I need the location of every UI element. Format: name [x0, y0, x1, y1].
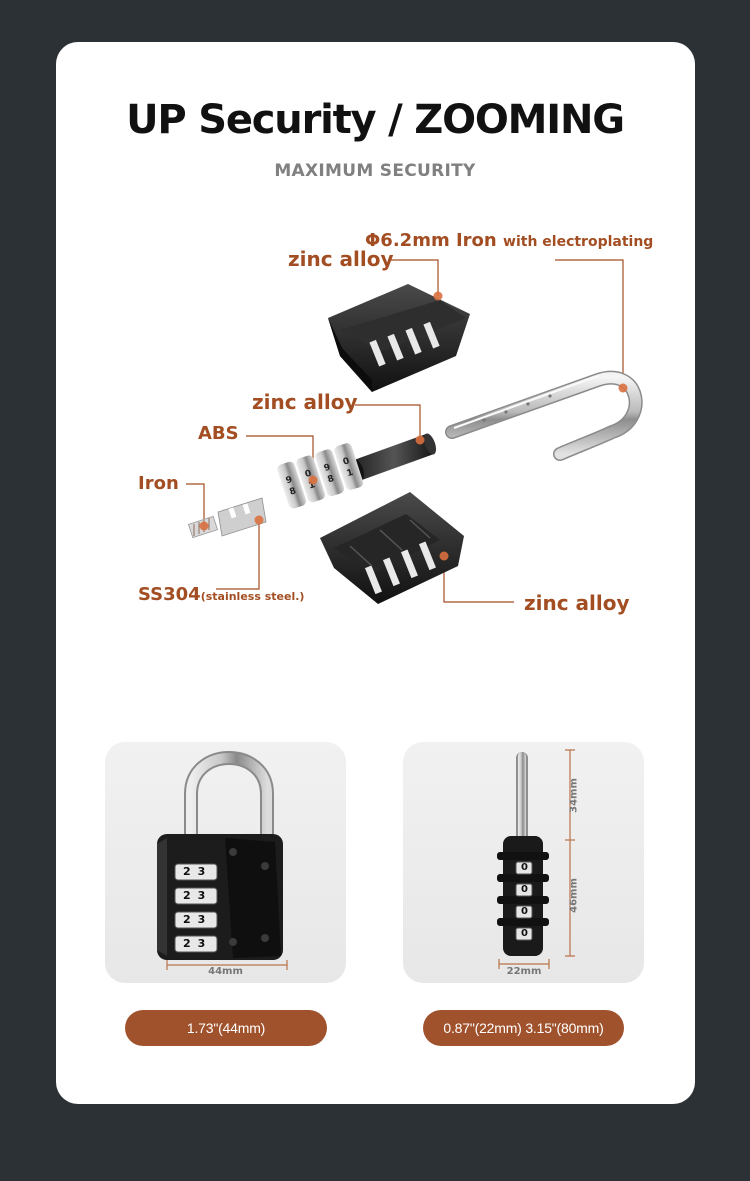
label-cylinder: zinc alloy — [252, 390, 358, 414]
front-dial-digit-a: 2 — [183, 889, 198, 902]
svg-text:9: 9 — [323, 463, 332, 474]
label-top-cover: zinc alloy — [288, 247, 394, 271]
side-height-top-label: 34mm — [568, 778, 580, 813]
plate-part — [217, 497, 267, 537]
cylinder-part — [351, 433, 437, 481]
label-bottom-body: zinc alloy — [524, 591, 630, 615]
label-plate-main: SS304 — [138, 584, 201, 605]
front-width-label: 44mm — [208, 966, 243, 977]
label-plate-suffix: (stainless steel.) — [200, 590, 305, 603]
side-dial-digit-3: 0 — [521, 906, 528, 917]
svg-text:0: 0 — [342, 456, 351, 467]
front-dial-digits-row-1: 23 — [183, 865, 212, 878]
front-dial-digit-a: 2 — [183, 865, 198, 878]
label-shackle-main: Φ6.2mm Iron — [365, 230, 497, 251]
side-dial-digit-2: 0 — [521, 884, 528, 895]
top-cover-part — [328, 284, 470, 392]
leader-shackle — [555, 259, 624, 388]
bottom-body-part — [320, 492, 464, 604]
label-wheels: ABS — [198, 423, 239, 444]
front-lock-illustration — [157, 751, 288, 970]
dial-wheels-part: 90 90 81 81 — [277, 443, 364, 509]
leader-plate — [216, 520, 260, 590]
front-dial-digits-row-4: 23 — [183, 937, 212, 950]
shackle-part — [445, 370, 643, 461]
svg-text:0: 0 — [304, 469, 313, 480]
side-lock-illustration — [497, 749, 575, 969]
front-dial-digit-b: 3 — [197, 913, 213, 926]
side-height-body-label: 46mm — [568, 878, 580, 913]
front-dial-digit-b: 3 — [197, 889, 213, 902]
page-subtitle: MAXIMUM SECURITY — [274, 161, 476, 181]
label-shackle: Φ6.2mm Iron with electroplating — [365, 230, 653, 251]
label-spring: Iron — [138, 473, 179, 494]
leader-cylinder — [355, 404, 421, 440]
svg-text:9: 9 — [285, 475, 294, 486]
side-dial-digit-1: 0 — [521, 862, 528, 873]
front-dial-digit-b: 3 — [197, 865, 213, 878]
front-size-caption: 1.73"(44mm) — [125, 1010, 327, 1046]
front-dial-digits-row-3: 23 — [183, 913, 212, 926]
front-dial-digit-a: 2 — [183, 937, 198, 950]
marker-dots — [199, 291, 628, 561]
page-title: UP Security / ZOOMING — [126, 97, 625, 143]
svg-text:8: 8 — [327, 474, 336, 485]
front-dial-digit-a: 2 — [183, 913, 198, 926]
side-size-caption: 0.87"(22mm) 3.15"(80mm) — [423, 1010, 624, 1046]
leader-spring — [186, 483, 205, 524]
label-plate: SS304(stainless steel.) — [138, 584, 304, 605]
svg-text:1: 1 — [308, 480, 317, 491]
label-shackle-suffix: with electroplating — [503, 234, 654, 250]
side-width-label: 22mm — [506, 966, 542, 977]
svg-text:1: 1 — [346, 468, 355, 479]
side-dial-digit-4: 0 — [521, 928, 528, 939]
side-view-photo: 0 0 0 0 34mm 46mm 22mm — [403, 742, 644, 983]
front-view-photo: 23 23 23 23 44mm — [105, 742, 346, 983]
svg-text:8: 8 — [288, 486, 297, 497]
front-dial-digit-b: 3 — [197, 937, 213, 950]
front-dial-digits-row-2: 23 — [183, 889, 212, 902]
leader-top-cover — [388, 259, 439, 296]
